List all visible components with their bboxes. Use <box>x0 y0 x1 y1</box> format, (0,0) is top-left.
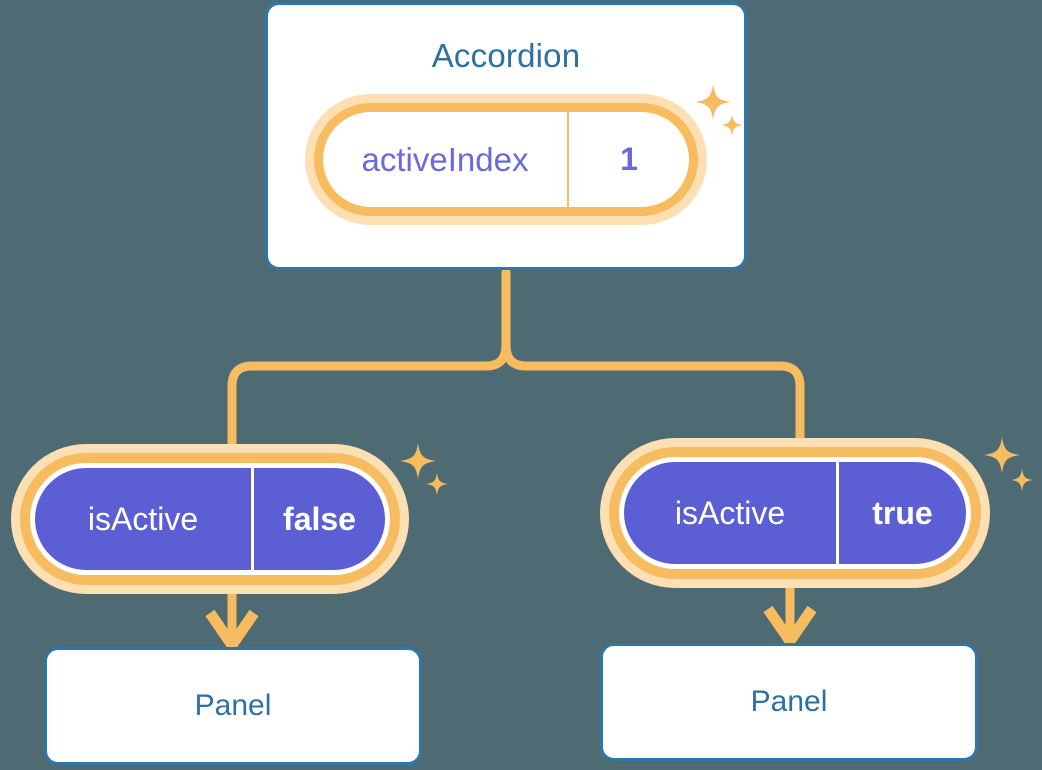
state-pill-body: activeIndex 1 <box>314 103 698 216</box>
prop-pill-is-active-false[interactable]: isActive false <box>30 463 390 575</box>
connector-branch-right <box>501 340 805 462</box>
prop-pill-key: isActive <box>35 468 254 570</box>
prop-pill-value: false <box>283 500 356 537</box>
sparkle-icon <box>980 437 1036 499</box>
state-pill-key: activeIndex <box>323 112 569 207</box>
prop-pill-key: isActive <box>624 462 839 564</box>
prop-pill-is-active-true[interactable]: isActive true <box>619 457 971 569</box>
panel-title: Panel <box>750 685 828 718</box>
state-pill-active-index[interactable]: activeIndex 1 <box>314 103 698 216</box>
arrow-down-icon-right-head <box>763 605 817 651</box>
prop-pill-body: isActive true <box>619 457 971 569</box>
component-card-panel-left[interactable]: Panel <box>44 647 422 765</box>
state-pill-value: 1 <box>620 141 638 177</box>
panel-title: Panel <box>194 689 272 722</box>
connector-branch-left <box>227 340 511 468</box>
arrow-down-icon-left-head <box>205 609 259 655</box>
prop-pill-value: true <box>872 494 933 531</box>
prop-pill-body: isActive false <box>30 463 390 575</box>
sparkle-icon <box>396 443 450 505</box>
component-card-panel-right[interactable]: Panel <box>600 643 978 761</box>
page-title: Accordion <box>431 37 581 74</box>
